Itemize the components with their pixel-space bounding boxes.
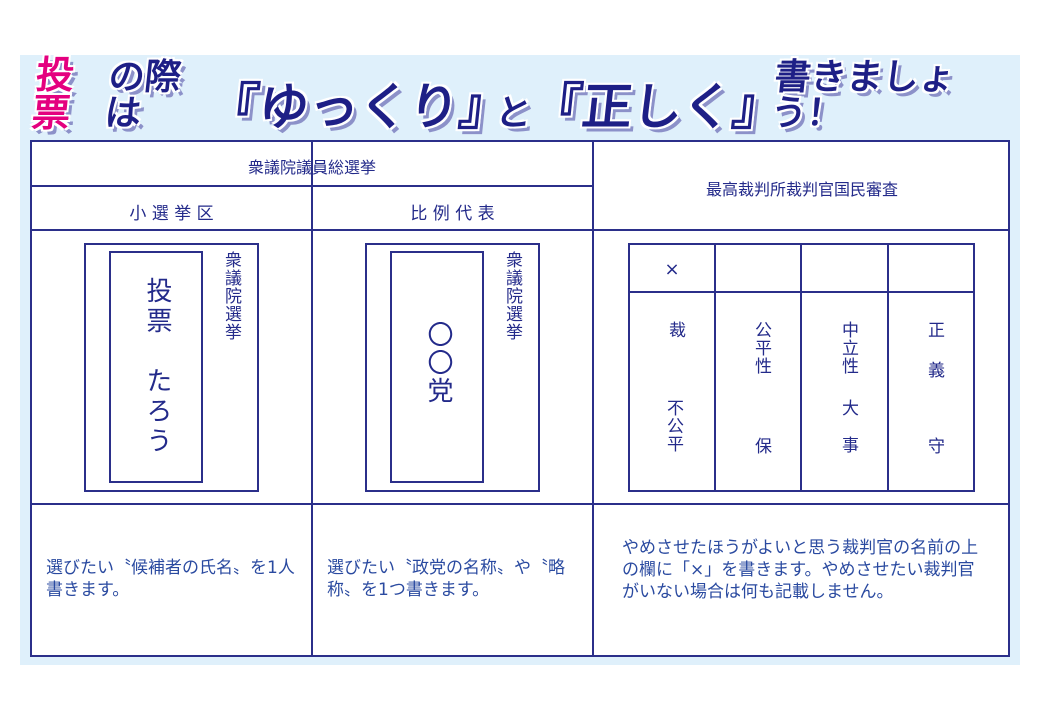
divider <box>32 185 592 187</box>
ballot-label: 衆議院選挙 <box>221 251 241 341</box>
judge-header: 最高裁判所裁判官国民審査 <box>705 180 898 199</box>
pr-description: 選びたい〝政党の名称〟や〝略称〟を1つ書きます。 <box>327 558 565 600</box>
col-pr: 比 例 代 表 <box>410 204 495 224</box>
name-field: 投票 たろう <box>109 251 203 483</box>
district-ballot: 投票 たろう 衆議院選挙 <box>84 243 259 492</box>
election-header: 衆議院議員総選挙 <box>247 158 376 177</box>
judge-name: 公平性 <box>751 321 771 375</box>
party-name: 〇〇党 <box>423 321 453 405</box>
col-district: 小 選 挙 区 <box>129 204 214 224</box>
judge-name: 正 <box>924 321 944 339</box>
divider <box>800 245 802 490</box>
divider <box>32 229 1010 231</box>
judge-name: 不公平 <box>663 399 683 453</box>
judge-ballot: × 裁 不公平 公平性 保 中立性 大事 正 義 守 <box>628 243 975 492</box>
candidate-name: 投票 たろう <box>142 277 172 457</box>
judge-name: 義 <box>924 361 944 379</box>
judge-name: 守 <box>924 437 944 455</box>
title-part: 『正しく』 <box>529 78 786 136</box>
ballot-guide-table: 衆議院議員総選挙 最高裁判所裁判官国民審査 小 選 挙 区 比 例 代 表 投票… <box>30 140 1010 657</box>
pr-ballot: 〇〇党 衆議院選挙 <box>365 243 540 492</box>
judge-description: やめさせたほうがよいと思う裁判官の名前の上の欄に「×」を書きます。やめさせたい裁… <box>622 538 979 602</box>
divider <box>592 142 594 657</box>
ballot-label: 衆議院選挙 <box>502 251 522 341</box>
judge-name: 大事 <box>838 399 858 473</box>
judge-name: 中立性 <box>838 321 858 375</box>
title-part: 投票 <box>29 53 77 135</box>
mark-cell[interactable]: × <box>664 259 680 280</box>
judge-name: 裁 <box>665 321 685 339</box>
title-part: と <box>493 93 534 134</box>
title-part: 『ゆっくり』 <box>205 78 513 136</box>
judge-name: 保 <box>751 437 771 455</box>
divider <box>311 142 313 657</box>
party-field: 〇〇党 <box>390 251 484 483</box>
page-title: 投票 の際は 『ゆっくり』 と 『正しく』 書きましょう！ <box>30 53 1018 136</box>
title-part: 書きましょう！ <box>768 57 957 134</box>
divider <box>887 245 889 490</box>
divider <box>714 245 716 490</box>
title-part: の際は <box>102 57 183 134</box>
divider <box>32 503 1010 505</box>
district-description: 選びたい〝候補者の氏名〟を1人書きます。 <box>46 558 295 600</box>
